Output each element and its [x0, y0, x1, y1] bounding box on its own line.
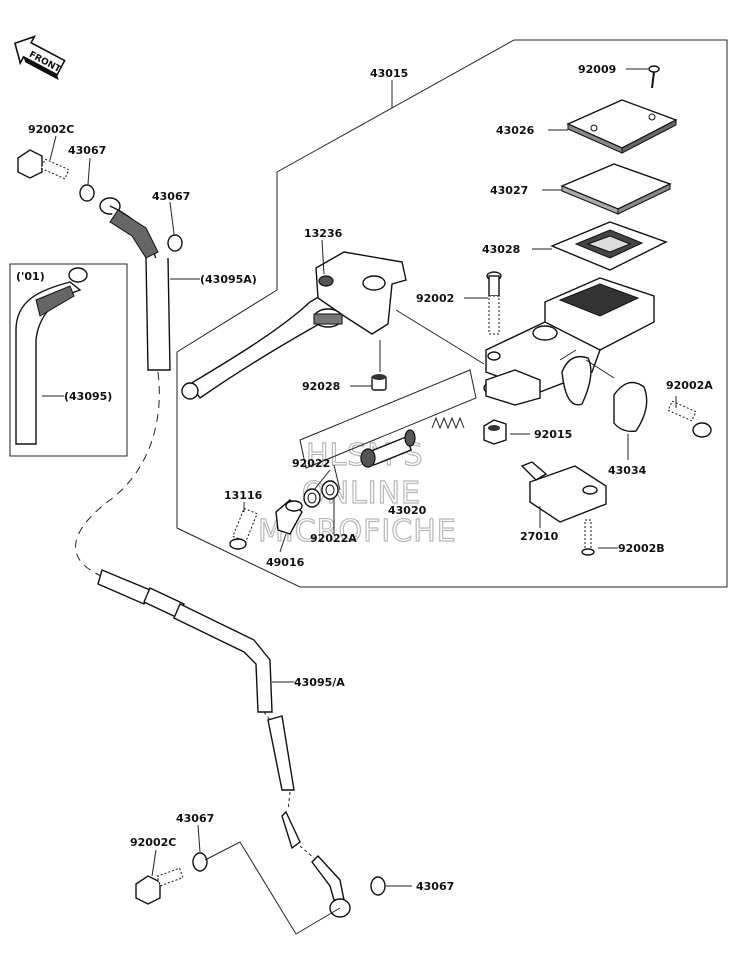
- bolt-92002A: [667, 400, 712, 438]
- washer-43067-top2: [167, 234, 183, 252]
- label-13236: 13236: [304, 227, 343, 240]
- label-92002C-bottom: 92002C: [130, 836, 176, 849]
- front-arrow-icon: FRONT: [13, 35, 66, 81]
- bushing-92028: [371, 374, 387, 391]
- piston: [360, 429, 416, 468]
- label-27010: 27010: [520, 530, 559, 543]
- bolt-92002: [486, 271, 502, 335]
- hose-route: [75, 371, 160, 579]
- label-43027: 43027: [490, 184, 528, 197]
- washer-43067-bot1: [192, 852, 208, 872]
- washer-43067-bot2: [370, 876, 386, 896]
- label-43028: 43028: [482, 243, 520, 256]
- plate-43027: [560, 163, 672, 210]
- clamp-43034: [613, 381, 648, 433]
- assembly-boundary: [176, 39, 728, 588]
- bottom-routing-line: [204, 841, 341, 935]
- leader-lines: [42, 68, 677, 887]
- label-43034: 43034: [608, 464, 647, 477]
- label-43020: 43020: [388, 504, 427, 517]
- label-43095A: (43095A): [200, 273, 257, 286]
- label-43067-bot2: 43067: [416, 880, 454, 893]
- label-43026: 43026: [496, 124, 535, 137]
- banjo-bolt-92002C-bottom: [135, 867, 184, 905]
- label-92009: 92009: [578, 63, 616, 76]
- hose-43095A: [99, 197, 171, 371]
- label-92022A: 92022A: [310, 532, 357, 545]
- label-92022: 92022: [292, 457, 330, 470]
- pushrod-13116: [229, 507, 258, 550]
- label-13116: 13116: [224, 489, 263, 502]
- label-inset-year: ('01): [16, 270, 45, 283]
- screw-92002B: [581, 519, 595, 556]
- piston-box-43020: [299, 369, 477, 469]
- part-labels: 43015 92009 43026 43027 43028 13236 9200…: [16, 63, 713, 893]
- master-cylinder-body: [483, 277, 655, 406]
- boot-49016: [275, 499, 303, 535]
- label-43095: (43095): [64, 390, 112, 403]
- label-43067-top1: 43067: [68, 144, 106, 157]
- seal-92022A: [321, 480, 339, 500]
- banjo-bolt-92002C-top: [17, 149, 70, 180]
- hose-lower-43095A: [97, 569, 351, 918]
- cap-43026: [566, 99, 678, 149]
- label-49016: 49016: [266, 556, 305, 569]
- screw-92009: [648, 65, 660, 89]
- label-43015: 43015: [370, 67, 408, 80]
- hose-43095-inset: [15, 267, 88, 445]
- nut-92015: [483, 419, 507, 445]
- seal-92022: [303, 488, 321, 508]
- lever-13236: [181, 251, 407, 400]
- label-92002B: 92002B: [618, 542, 665, 555]
- label-92002C-top: 92002C: [28, 123, 74, 136]
- switch-27010: [520, 461, 607, 523]
- label-92015: 92015: [534, 428, 572, 441]
- label-92002A: 92002A: [666, 379, 713, 392]
- label-43067-bot1: 43067: [176, 812, 214, 825]
- label-43067-top2: 43067: [152, 190, 190, 203]
- spring: [431, 416, 465, 430]
- label-43095-A: 43095/A: [294, 676, 345, 689]
- washer-43067-top1: [79, 184, 95, 202]
- label-92028: 92028: [302, 380, 340, 393]
- label-92002: 92002: [416, 292, 454, 305]
